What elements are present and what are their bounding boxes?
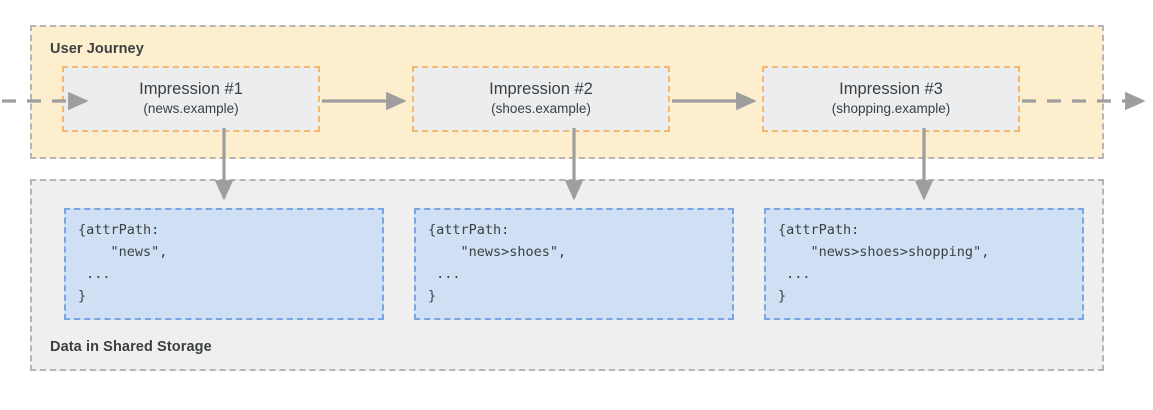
impression-box-3: Impression #3 (shopping.example) xyxy=(762,66,1020,132)
storage-record-1-code: {attrPath: "news", ... } xyxy=(78,222,168,304)
impression-box-2-site: (shoes.example) xyxy=(491,101,591,117)
impression-box-3-site: (shopping.example) xyxy=(831,101,951,117)
impression-box-2-title: Impression #2 xyxy=(489,80,593,99)
storage-record-3-code: {attrPath: "news>shoes>shopping", ... } xyxy=(778,222,990,304)
storage-record-2: {attrPath: "news>shoes", ... } xyxy=(414,208,734,320)
user-journey-panel-title: User Journey xyxy=(50,41,144,57)
impression-box-3-title: Impression #3 xyxy=(839,80,943,99)
impression-box-1-title: Impression #1 xyxy=(139,80,243,99)
storage-record-3: {attrPath: "news>shoes>shopping", ... } xyxy=(764,208,1084,320)
impression-box-1: Impression #1 (news.example) xyxy=(62,66,320,132)
impression-box-2: Impression #2 (shoes.example) xyxy=(412,66,670,132)
impression-box-1-site: (news.example) xyxy=(143,101,239,117)
storage-record-2-code: {attrPath: "news>shoes", ... } xyxy=(428,222,567,304)
shared-storage-panel: Data in Shared Storage {attrPath: "news"… xyxy=(30,179,1104,371)
shared-storage-panel-title: Data in Shared Storage xyxy=(50,339,212,355)
storage-record-1: {attrPath: "news", ... } xyxy=(64,208,384,320)
